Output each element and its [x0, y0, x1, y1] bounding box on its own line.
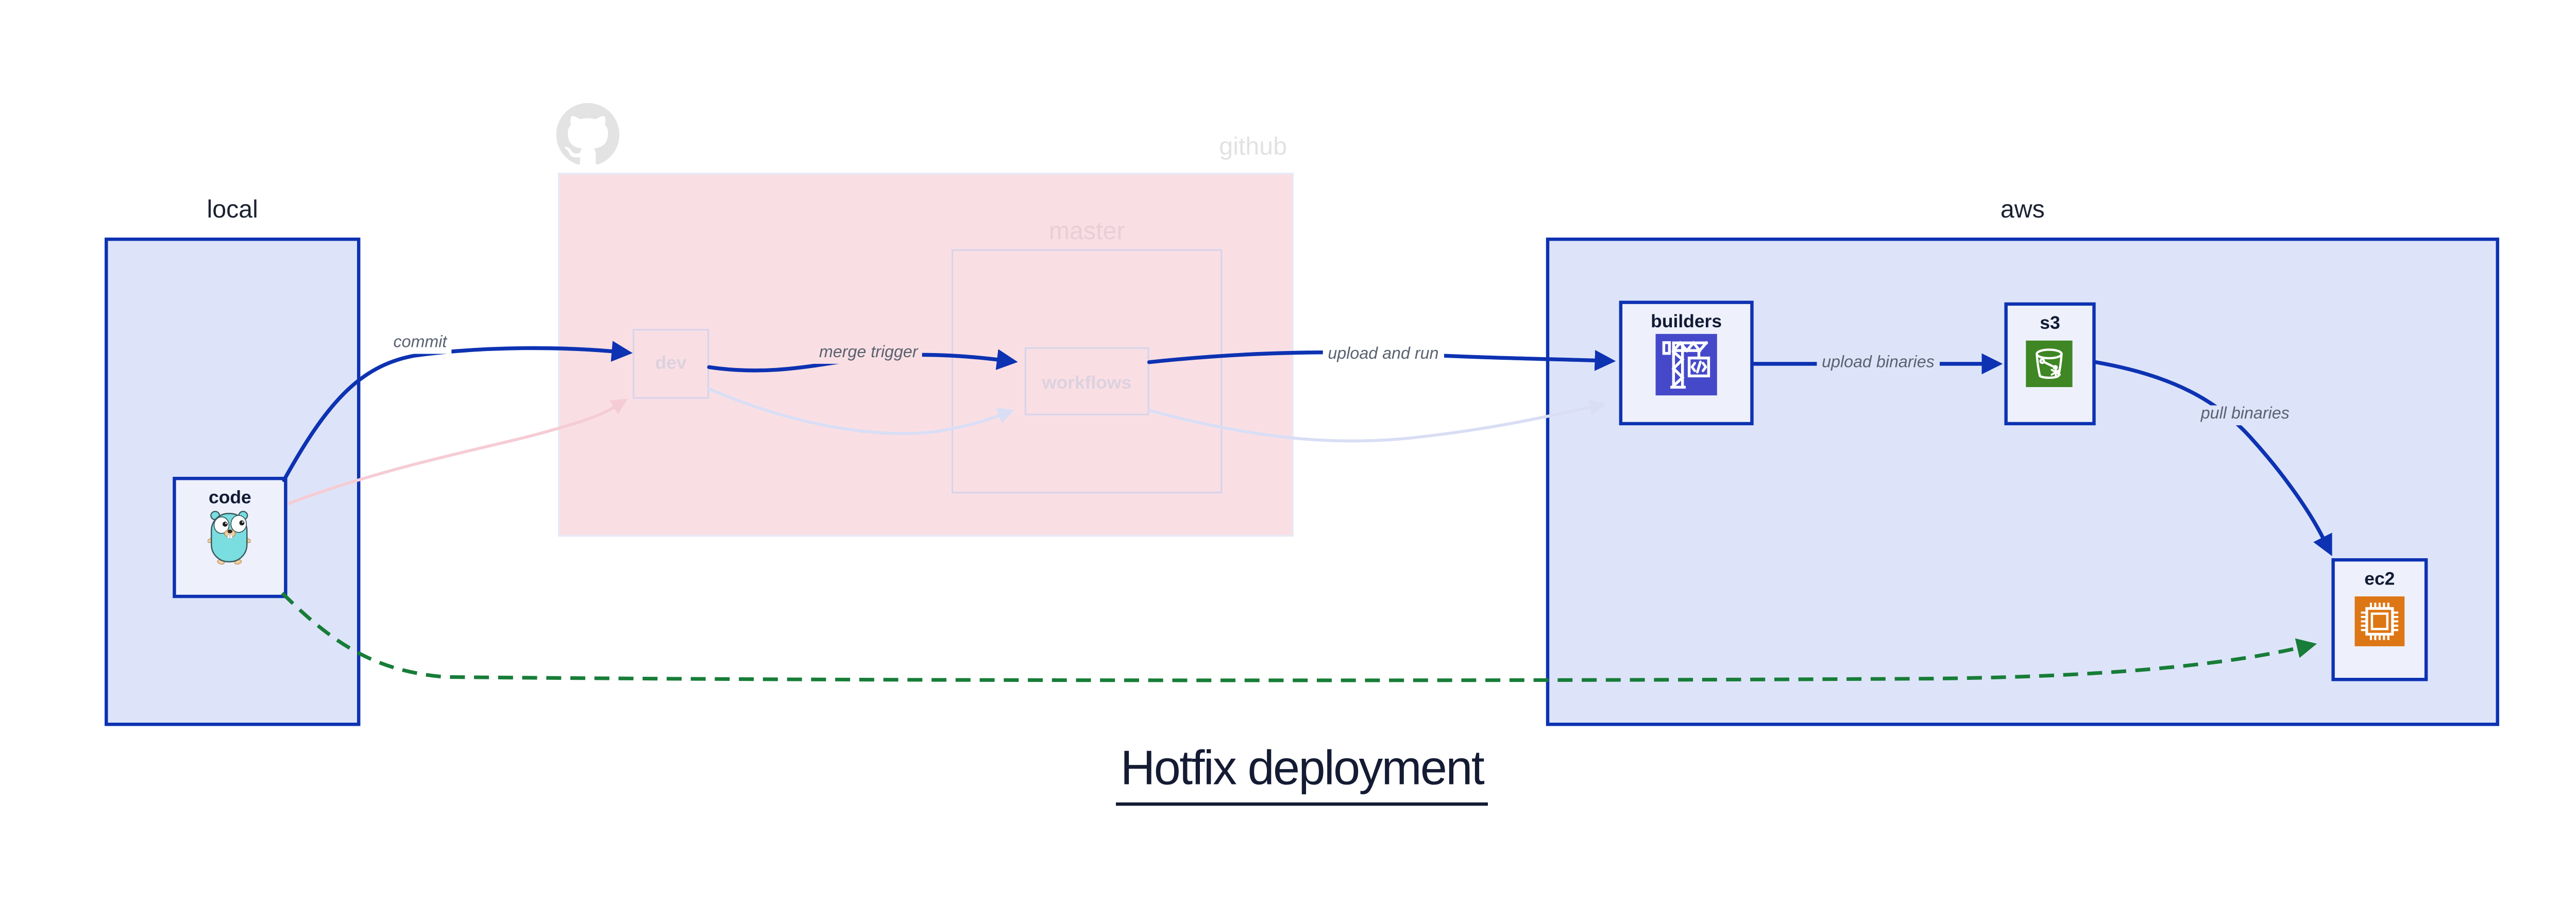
node-code-label: code	[209, 488, 251, 509]
s3-bucket-icon	[2026, 340, 2073, 388]
ec2-chip-icon	[2354, 596, 2405, 646]
edge-label-upload-and-run: upload and run	[1323, 345, 1444, 366]
node-ec2-label: ec2	[2364, 570, 2395, 590]
node-workflows: workflows	[1024, 347, 1149, 415]
edge-label-commit: commit	[388, 333, 452, 354]
github-container-label: github	[1219, 132, 1287, 161]
go-gopher-icon	[207, 508, 251, 565]
edge-label-pull-binaries: pull binaries	[2196, 405, 2295, 426]
diagram-title-wrap: Hotfix deployment	[0, 743, 2576, 806]
node-s3-label: s3	[2040, 314, 2060, 334]
node-dev-label: dev	[655, 354, 687, 374]
codebuild-crane-icon	[1655, 333, 1717, 396]
node-workflows-label: workflows	[1042, 374, 1132, 394]
master-container-label: master	[1048, 218, 1125, 246]
aws-container-label: aws	[2000, 196, 2045, 225]
diagram-title: Hotfix deployment	[1115, 743, 1488, 806]
edge-label-merge-trigger: merge trigger	[814, 344, 923, 364]
edge-label-upload-binaries: upload binaries	[1817, 354, 1940, 374]
node-dev: dev	[633, 329, 709, 399]
octocat-icon	[556, 103, 620, 166]
local-container-label: local	[207, 196, 258, 225]
node-builders-label: builders	[1651, 312, 1722, 332]
node-builders: builders	[1619, 300, 1754, 426]
